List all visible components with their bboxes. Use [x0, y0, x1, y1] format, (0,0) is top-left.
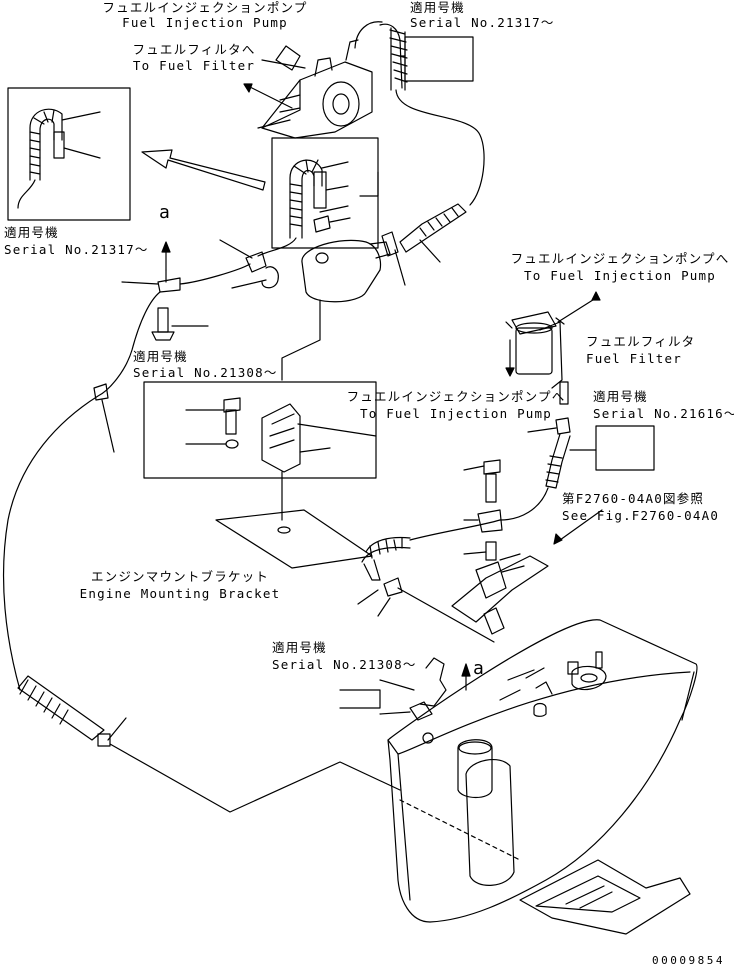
- serial-mid-label-en: Serial No.21308～: [133, 365, 278, 380]
- leader-line: [261, 59, 306, 69]
- engine-mounting-bracket-plate: [215, 509, 373, 569]
- fuel-tank: [387, 619, 698, 923]
- serial-bottom-label-jp: 適用号機: [272, 640, 327, 655]
- engine-mounting-bracket-label-jp: エンジンマウントブラケット: [90, 569, 270, 584]
- detail-inset-left: [7, 87, 131, 221]
- clamp-right: [527, 417, 571, 435]
- fuel-filter-right-label-en: Fuel Filter: [586, 351, 682, 366]
- to-fuel-filter-label-jp: フュエルフィルタへ: [132, 42, 256, 57]
- clip-center-lower: [357, 577, 403, 617]
- clip-mid-left: [93, 383, 115, 453]
- detail-inset-center: [271, 137, 379, 249]
- clamp-filter: [381, 231, 406, 286]
- see-fig-arrow: [553, 533, 563, 545]
- tank-stand: [519, 859, 691, 935]
- clip-right-center: [463, 509, 503, 533]
- fuel-injection-pump-label-en: Fuel Injection Pump: [122, 15, 288, 30]
- hose-center-lower: [361, 519, 501, 581]
- to-fuel-injection-pump-right-en: To Fuel Injection Pump: [524, 268, 716, 283]
- bolt-left: [151, 307, 209, 341]
- leader-line: [559, 509, 603, 541]
- clamp-upper-center: [219, 239, 279, 289]
- see-figure-label-en: See Fig.F2760-04A0: [562, 508, 720, 523]
- leader-line: [281, 299, 321, 381]
- arrow-to-detail: [141, 149, 266, 191]
- fuel-filter-canister: [301, 239, 391, 303]
- detail-inset-bracket: [143, 381, 377, 479]
- serial-top-label-jp: 適用号機: [410, 0, 465, 15]
- serial-bracket-bottom: [339, 657, 447, 721]
- fuel-filter-right-label-jp: フュエルフィルタ: [586, 334, 696, 349]
- fuel-pipe-bottom: [109, 743, 401, 813]
- return-hose-top: [379, 23, 485, 206]
- hose-detail-center: [257, 159, 379, 257]
- to-fuel-injection-pump-mid-jp: フュエルインジェクションポンプへ: [346, 389, 566, 404]
- serial-bottom-label-en: Serial No.21308～: [272, 657, 417, 672]
- hose-detail-left: [17, 108, 101, 209]
- fuel-pipe-upper: [179, 263, 251, 285]
- to-fuel-injection-pump-mid-en: To Fuel Injection Pump: [360, 406, 552, 421]
- fuel-pipe-to-tank: [397, 587, 495, 643]
- bracket-clamp: [261, 403, 331, 521]
- serial-box-right: [595, 425, 655, 471]
- bolt-right: [463, 459, 501, 503]
- hose-bottom-left: [17, 675, 127, 747]
- leader-line: [297, 423, 377, 437]
- hose-right: [499, 433, 571, 521]
- bracket-bolt: [185, 397, 241, 449]
- hose-to-filter: [399, 203, 467, 263]
- ref-a-bottom: a: [473, 658, 484, 679]
- engine-mounting-bracket-label-en: Engine Mounting Bracket: [79, 586, 281, 601]
- fuel-injection-pump: [261, 21, 383, 139]
- ref-a-top: a: [159, 202, 170, 223]
- arrow-ref-a-bottom: [461, 663, 471, 691]
- serial-mid-label-jp: 適用号機: [133, 349, 188, 364]
- leader-line: [257, 119, 291, 129]
- serial-box-top: [404, 36, 474, 82]
- rubber-mount-right: [451, 553, 549, 635]
- serial-left-label-jp: 適用号機: [4, 225, 59, 240]
- to-fuel-injection-pump-right-jp: フュエルインジェクションポンプへ: [510, 251, 730, 266]
- fuel-injection-pump-label-jp: フュエルインジェクションポンプ: [102, 0, 308, 15]
- serial-right-label-jp: 適用号機: [593, 389, 648, 404]
- serial-left-label-en: Serial No.21317～: [4, 242, 149, 257]
- serial-top-label-en: Serial No.21317～: [410, 15, 555, 30]
- serial-right-label-en: Serial No.21616～: [593, 406, 734, 421]
- see-figure-label-jp: 第F2760-04A0図参照: [562, 491, 705, 506]
- arrow-to-fuel-filter: [243, 83, 293, 109]
- drawing-code: 00009854: [652, 954, 725, 967]
- clip-left: [121, 241, 181, 293]
- fuel-filter-right: [505, 291, 601, 405]
- fuel-pipe-left: [2, 291, 161, 691]
- to-fuel-filter-label-en: To Fuel Filter: [132, 58, 256, 73]
- spacer-right: [463, 541, 497, 561]
